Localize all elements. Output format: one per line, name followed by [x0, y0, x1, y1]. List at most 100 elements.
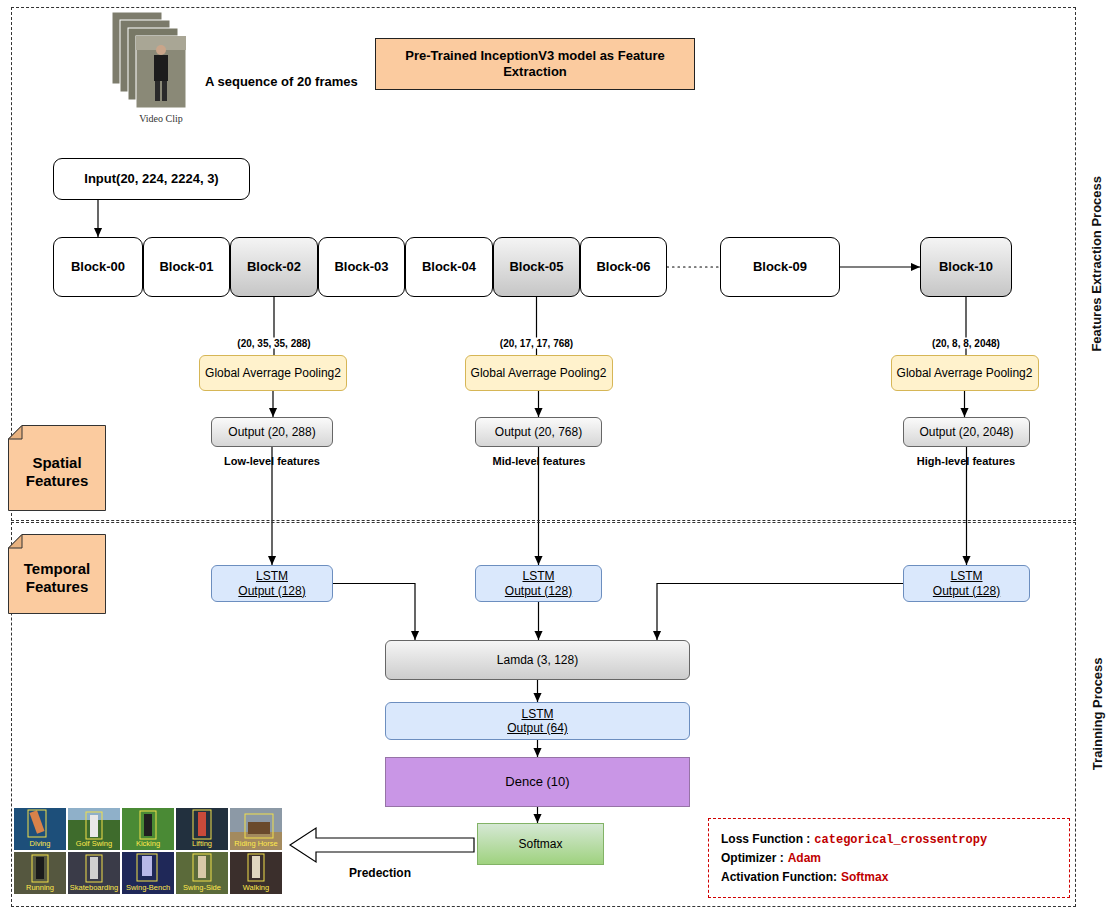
class-name: Kicking [136, 839, 160, 848]
class-name: Swing-Bench [126, 883, 170, 892]
frame-bg [136, 36, 186, 108]
setting-text: Optimizer : [721, 851, 784, 865]
lstm-box: LSTM Output (128) [903, 565, 1030, 602]
node-label: Output (20, 768) [495, 425, 582, 439]
bounding-box [137, 854, 157, 881]
class-name: Skateboarding [70, 883, 118, 892]
pooling-box: Global Averrage Pooling2 [465, 355, 613, 391]
image-bg [230, 852, 282, 894]
bounding-box [86, 812, 102, 839]
action-image [68, 852, 120, 894]
node-label: Block-00 [71, 259, 125, 275]
node-label: LSTM Output (128) [504, 569, 573, 598]
node-label: Block-01 [159, 259, 213, 275]
region-title: Features Extraction Process [1089, 176, 1105, 352]
input-box: Input(20, 224, 2224, 3) [53, 158, 250, 200]
setting-text: Loss Function : [721, 832, 810, 846]
image-figure [252, 856, 260, 878]
image-figure [90, 857, 98, 879]
feature-level-label: Mid-level features [493, 455, 586, 468]
feature-level-label: High-level features [917, 455, 1015, 468]
image-figure [198, 812, 206, 836]
node-label: Temporal Features [8, 560, 106, 596]
tensor-shape-label: (20, 35, 35, 288) [235, 338, 312, 349]
frame-leg [155, 81, 160, 101]
connector [97, 200, 98, 237]
node-label: Block-05 [509, 259, 563, 275]
connector [667, 266, 720, 267]
image-bg [122, 808, 174, 850]
class-name: Riding Horse [234, 839, 277, 848]
node-label: Spatial Features [8, 454, 106, 490]
lambda-box: Lamda (3, 128) [385, 640, 690, 680]
frame-head [156, 45, 166, 55]
icon-caption: Video Clip [139, 113, 183, 125]
feature-level-label: Low-level features [224, 455, 320, 468]
process-region: Trainning ProcessTemporal FeaturesLSTM O… [12, 523, 1075, 906]
node-label: Global Averrage Pooling2 [471, 366, 607, 380]
settings-box: Loss Function :categorical_crossentropyO… [708, 818, 1070, 898]
bounding-box [32, 855, 48, 882]
action-image [14, 808, 66, 850]
action-image-grid [14, 808, 282, 894]
image-bg [122, 852, 174, 894]
node-label: Global Averrage Pooling2 [897, 366, 1033, 380]
node-label: Block-10 [939, 259, 993, 275]
connector [657, 584, 903, 641]
connector [964, 391, 965, 417]
image-bg [176, 852, 228, 894]
note-outline [9, 535, 106, 614]
inception-block: Block-04 [405, 237, 493, 297]
caption-text: A sequence of 20 frames [205, 74, 358, 90]
image-bg [68, 852, 120, 894]
setting-text: Adam [788, 851, 821, 865]
image-bg [14, 852, 66, 894]
tensor-shape-label: (20, 17, 17, 768) [498, 338, 575, 349]
frame-leg [162, 81, 167, 101]
node-label: Softmax [518, 837, 562, 851]
node-label: Input(20, 224, 2224, 3) [84, 171, 218, 187]
connector [538, 391, 539, 417]
node-label: Pre-Trained InceptionV3 model as Feature… [376, 48, 694, 79]
image-figure [29, 810, 44, 833]
connector [333, 584, 415, 641]
image-bg [14, 808, 66, 850]
action-image [122, 852, 174, 894]
output-box: Output (20, 2048) [903, 417, 1030, 447]
setting-row: Activation Function: Softmax [721, 870, 888, 884]
output-box: Output (20, 288) [211, 417, 333, 447]
video-frame [136, 36, 186, 108]
bounding-box [248, 854, 264, 881]
image-figure [198, 856, 206, 878]
setting-text: Softmax [841, 870, 888, 884]
bounding-box [245, 814, 273, 838]
inception-block: Block-06 [580, 237, 667, 297]
action-image [230, 808, 282, 850]
action-image [176, 852, 228, 894]
image-figure [144, 814, 152, 836]
class-name: Swing-Side [183, 883, 221, 892]
connector [840, 266, 920, 267]
connector [272, 391, 273, 417]
inception-block: Block-05 [493, 237, 580, 297]
dense-box: Dence (10) [385, 757, 690, 807]
frame-body [154, 55, 168, 81]
class-name: Running [26, 883, 54, 892]
note-tab: Spatial Features [8, 425, 106, 511]
node-label: Block-06 [596, 259, 650, 275]
bounding-box [193, 810, 211, 839]
node-label: Output (20, 288) [228, 425, 315, 439]
tensor-shape-label: (20, 8, 8, 2048) [930, 338, 1002, 349]
connector [538, 602, 539, 640]
connector [537, 740, 538, 757]
setting-text: Activation Function: [721, 870, 837, 884]
node-label: Block-02 [247, 259, 301, 275]
class-name: Diving [30, 839, 51, 848]
node-label: Lamda (3, 128) [497, 653, 578, 667]
setting-row: Loss Function :categorical_crossentropy [721, 832, 987, 847]
image-figure [142, 856, 152, 876]
lstm-box: LSTM Output (128) [475, 565, 602, 602]
action-image [14, 852, 66, 894]
image-figure [90, 815, 98, 837]
